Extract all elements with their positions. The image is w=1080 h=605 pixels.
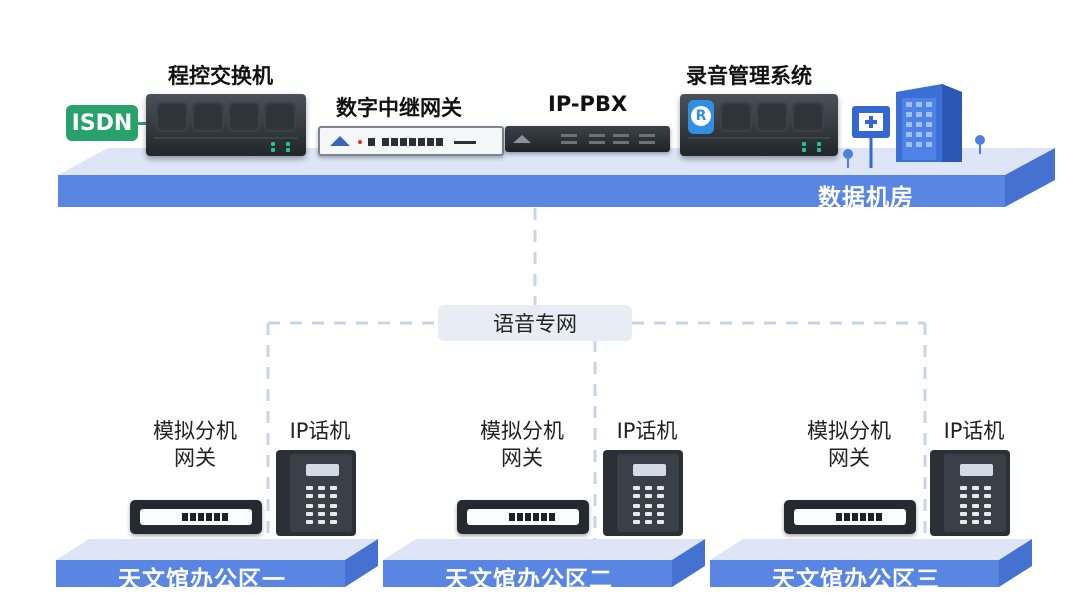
office-platforms — [56, 539, 1032, 587]
voice-network-label: 语音专网 — [493, 312, 577, 336]
recording-system: R — [680, 94, 838, 156]
office-3-analog-gateway — [784, 500, 916, 534]
office-1-ip-phone — [276, 450, 356, 536]
office-2-analog-gateway-label: 模拟分机 网关 — [480, 419, 564, 470]
office-1-analog-gateway — [130, 500, 262, 534]
office-1-ip-phone-label: IP话机 — [289, 419, 351, 443]
office-2-analog-gateway — [457, 500, 589, 534]
office-3-label: 天文馆办公区三 — [772, 567, 940, 593]
office-1-analog-gateway-label: 模拟分机 网关 — [153, 419, 237, 470]
office-2-ip-phone — [603, 450, 683, 536]
office-3-ip-phone-label: IP话机 — [943, 419, 1005, 443]
isdn-connector — [138, 122, 148, 125]
recorder-r-icon: R — [691, 106, 711, 126]
datacenter-label: 数据机房 — [818, 185, 914, 211]
voice-network-box: 语音专网 — [438, 305, 632, 341]
program-switch — [146, 94, 306, 156]
office-2-ip-phone-label: IP话机 — [616, 419, 678, 443]
switch-label: 程控交换机 — [168, 64, 273, 88]
trunk-gateway — [318, 126, 504, 156]
isdn-badge: ISDN — [66, 105, 138, 141]
building-icon — [843, 84, 985, 168]
office-1-label: 天文馆办公区一 — [118, 567, 286, 593]
office-2-label: 天文馆办公区二 — [445, 567, 613, 593]
pbx-label: IP-PBX — [548, 92, 628, 116]
office-3-analog-gateway-label: 模拟分机 网关 — [807, 419, 891, 470]
recorder-label: 录音管理系统 — [686, 64, 812, 88]
trunk-gateway-label: 数字中继网关 — [336, 96, 462, 120]
ip-pbx — [505, 126, 670, 152]
office-3-ip-phone — [930, 450, 1010, 536]
isdn-label: ISDN — [71, 110, 133, 136]
